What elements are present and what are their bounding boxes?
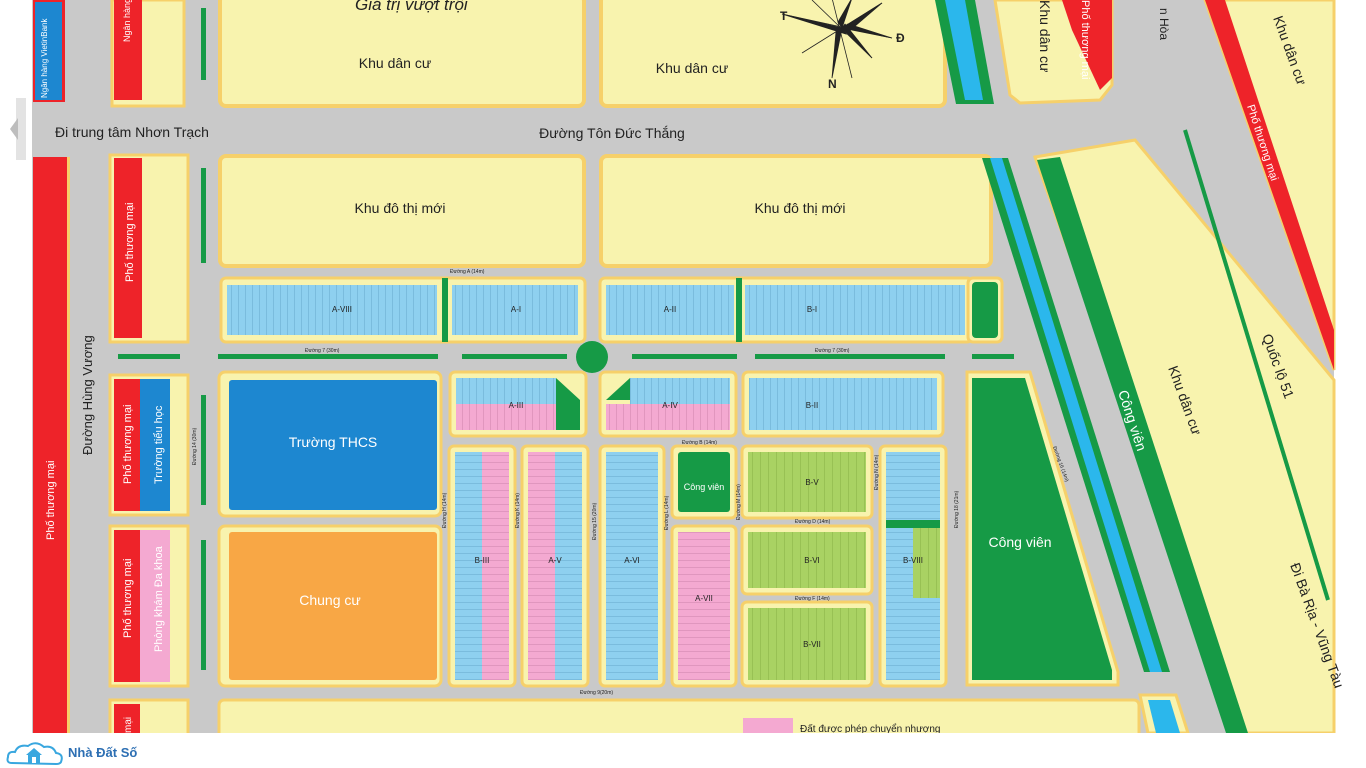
compass-east: Đ (896, 31, 905, 45)
label-block-a-iii: A-III (509, 401, 524, 410)
label-block-b-v: B-V (805, 478, 819, 487)
primary-school (140, 379, 170, 511)
label-duong-k: Đường K (14m) (515, 493, 521, 528)
compass-icon (781, 0, 893, 79)
label-kdtm2: Khu đô thị mới (755, 200, 846, 216)
brand-logo[interactable]: Nhà Đất Số (6, 737, 137, 767)
zone-new-urban-2 (599, 154, 993, 268)
block-a-v[interactable] (528, 452, 555, 680)
label-ton-duc-thang: Đường Tôn Đức Thắng (539, 125, 685, 141)
label-kdtm1: Khu đô thị mới (355, 200, 446, 216)
brand-name: Nhà Đất Số (68, 744, 138, 760)
label-duong-f: Đường F (14m) (795, 596, 830, 602)
block-a-vii[interactable] (678, 532, 730, 680)
label-clinic: Phòng khám Đa khoa (153, 545, 165, 652)
label-block-b-vi: B-VI (804, 556, 820, 565)
block-a-iv[interactable] (630, 378, 730, 404)
label-kdc1: Khu dân cư (359, 55, 431, 71)
label-duong-14: Đường 14 (30m) (192, 427, 198, 465)
label-duong-d: Đường D (14m) (795, 519, 831, 525)
clinic (140, 530, 170, 682)
label-duong-15: Đường 15 (20m) (592, 502, 598, 540)
label-block-a-i: A-I (511, 305, 521, 314)
label-shop-3: Phố thương mại (122, 559, 134, 638)
label-duong-h: Đường H (14m) (442, 492, 448, 528)
label-shop-2: Phố thương mại (122, 405, 134, 484)
label-park-large: Công viên (988, 534, 1051, 550)
block-b-ii[interactable] (749, 378, 937, 430)
label-duong-b: Đường B (14m) (682, 440, 717, 446)
legend-swatch-pink (743, 718, 793, 733)
label-block-b-viii: B-VIII (903, 556, 923, 565)
label-block-b-vii: B-VII (803, 640, 821, 649)
block-b-i[interactable] (745, 285, 965, 335)
label-primary-school: Trường tiểu học (153, 405, 165, 484)
label-block-a-vii: A-VII (695, 594, 713, 603)
block-a-i[interactable] (452, 285, 578, 335)
label-duong-7-right: Đường 7 (30m) (815, 348, 850, 354)
zone-residential-1 (218, 0, 586, 108)
label-block-b-ii: B-II (806, 401, 818, 410)
label-duong-18: Đường 18 (21m) (954, 490, 960, 528)
block-b-v[interactable] (748, 452, 866, 512)
label-block-a-ii: A-II (664, 305, 676, 314)
compass-north: N (828, 77, 837, 91)
label-block-a-iv: A-IV (662, 401, 678, 410)
block-a-viii[interactable] (227, 285, 437, 335)
school-thcs (229, 380, 437, 510)
label-block-b-i: B-I (807, 305, 817, 314)
label-bank-partial: Ngân hàng (122, 0, 132, 42)
label-block-b-iii: B-III (475, 556, 490, 565)
block-b-vii[interactable] (748, 608, 866, 680)
label-duong-l: Đường L (14m) (664, 495, 670, 530)
block-b-viii[interactable] (886, 452, 913, 680)
label-block-a-viii: A-VIII (332, 305, 352, 314)
label-shop-5: Phố thương mại (1079, 0, 1091, 79)
park-strip (1037, 157, 1248, 733)
block-a-iii[interactable] (456, 378, 556, 404)
zone-new-urban-1 (218, 154, 586, 268)
label-to-center: Đi trung tâm Nhơn Trạch (55, 124, 209, 140)
block-b-vi[interactable] (748, 532, 866, 588)
compass-west: T (780, 9, 788, 23)
park-small (678, 452, 730, 512)
label-hung-vuong: Đường Hùng Vương (80, 335, 95, 455)
zone-residential-2 (599, 0, 947, 108)
block-a-ii[interactable] (606, 285, 734, 335)
label-apartment: Chung cư (299, 592, 361, 608)
label-block-a-v: A-V (548, 556, 562, 565)
footer-bar (0, 733, 1366, 768)
commercial-strip-left (33, 157, 67, 733)
block-b-iii[interactable] (455, 452, 482, 680)
label-shop-partial: mại (123, 717, 134, 733)
label-kdc3: Khu dân cư (1037, 0, 1053, 72)
chevron-left-icon[interactable] (10, 98, 26, 160)
label-park-small: Công viên (684, 482, 725, 492)
label-an-hoa: n Hòa (1157, 8, 1171, 40)
label-shop-1: Phố thương mại (124, 203, 136, 282)
park-large (972, 378, 1112, 680)
site-plan-map: Giá trị vượt trội T Đ N Khu dân cư Khu d… (32, 0, 1348, 733)
label-duong-a: Đường A (14m) (450, 269, 485, 275)
label-shop-4: Phố thương mại (45, 461, 57, 540)
apartment (229, 532, 437, 680)
bank-commercial-strip (114, 0, 142, 100)
label-school: Trường THCS (289, 434, 378, 450)
label-duong-m: Đường M (14m) (736, 484, 742, 520)
label-kdc2: Khu dân cư (656, 60, 728, 76)
label-bank: Ngân hàng VietinBank (40, 18, 49, 98)
label-duong-n: Đường N (14m) (874, 454, 880, 490)
roundabout (576, 341, 608, 373)
label-duong-9: Đường 9(20m) (580, 690, 613, 696)
block-a-vi[interactable] (606, 452, 632, 680)
slogan: Giá trị vượt trội (355, 0, 469, 14)
legend-label-pink: Đất được phép chuyển nhượng (800, 723, 940, 733)
house-cloud-icon (6, 742, 63, 766)
label-duong-7-left: Đường 7 (30m) (305, 348, 340, 354)
label-block-a-vi: A-VI (624, 556, 640, 565)
